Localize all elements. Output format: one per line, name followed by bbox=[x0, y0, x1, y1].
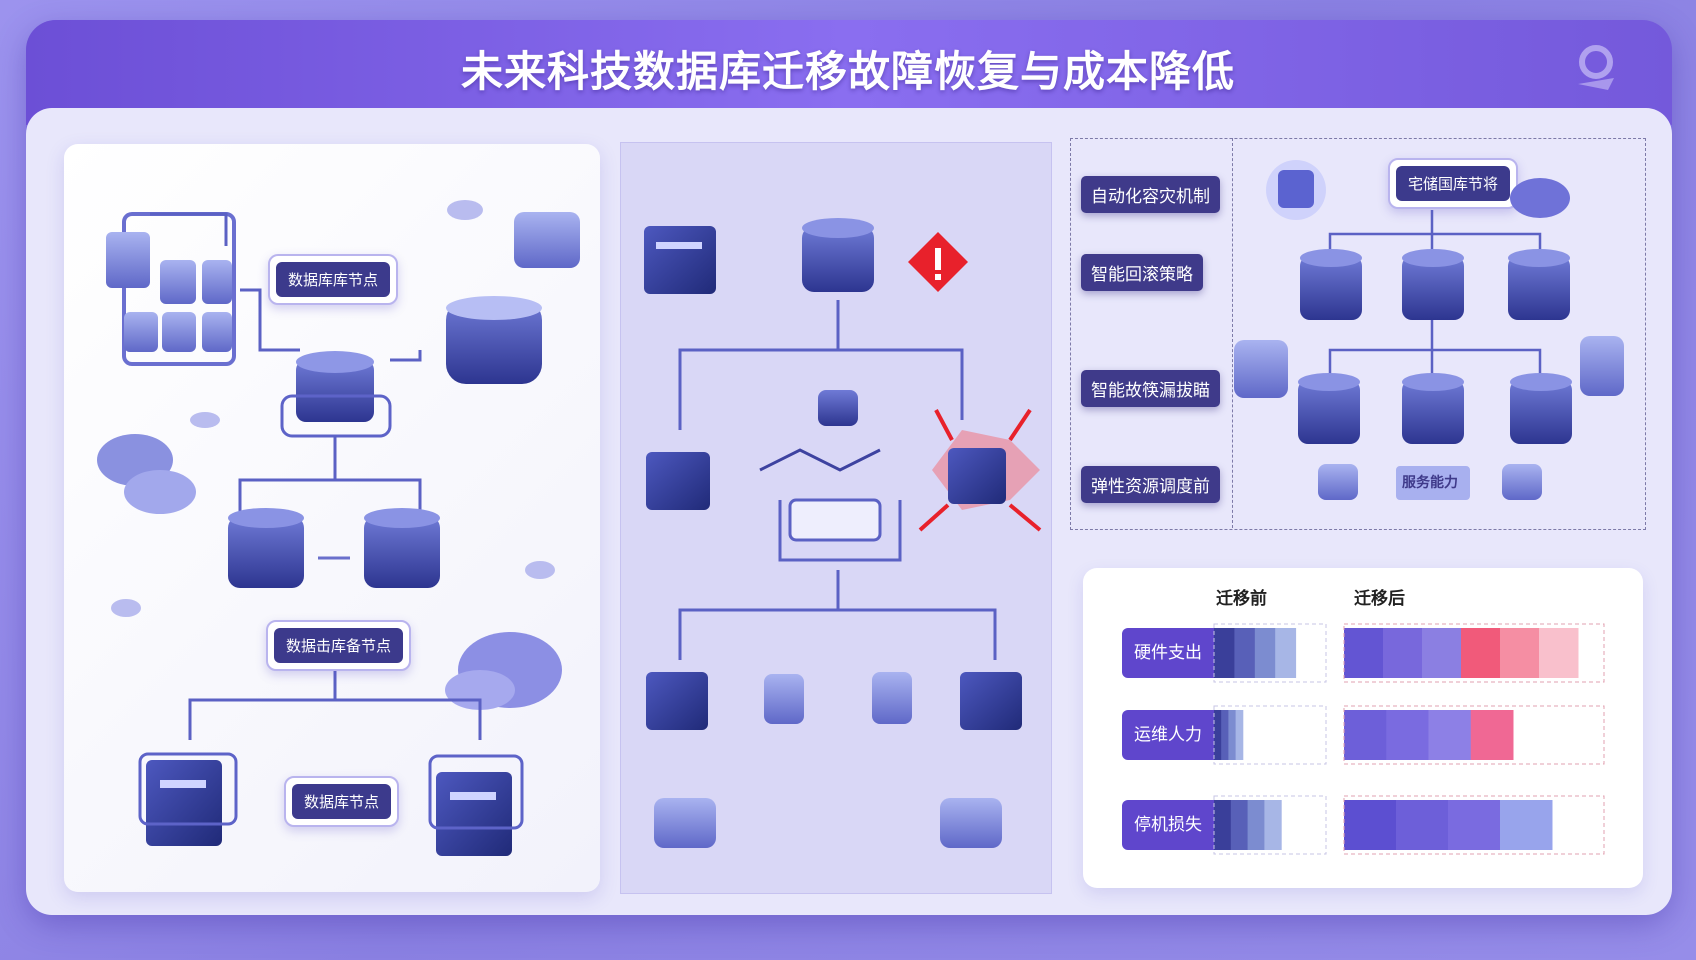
service-badge: 服务能力 bbox=[1402, 475, 1458, 491]
database-stack-icon bbox=[446, 212, 580, 384]
feature-label: 弹性资源调度前 bbox=[1081, 466, 1220, 503]
node-label-mid: 数据击库备节点 bbox=[266, 620, 412, 671]
legend-after: 迁移后 bbox=[1354, 589, 1405, 609]
after-bar-segment bbox=[1539, 628, 1579, 678]
cloud-icon bbox=[111, 200, 555, 617]
server-icon bbox=[644, 226, 1022, 730]
page-title: 未来科技数据库迁移故障恢复与成本降低 bbox=[460, 47, 1235, 96]
after-bar-segment bbox=[1448, 800, 1501, 850]
database-node-icon bbox=[1234, 249, 1624, 500]
database-node-icon bbox=[654, 218, 1002, 848]
central-database-icon bbox=[280, 351, 392, 438]
before-bar-segment bbox=[1221, 710, 1229, 760]
node-label-primary: 宅储国库节将 bbox=[1388, 158, 1519, 209]
before-bar-outline bbox=[1213, 795, 1327, 855]
before-bar-segment bbox=[1247, 800, 1265, 850]
after-bar-outline bbox=[1343, 705, 1605, 765]
title-bar bbox=[26, 20, 1672, 125]
before-bar-segment bbox=[1254, 628, 1276, 678]
after-bar-outline bbox=[1343, 623, 1605, 683]
before-bar-segment bbox=[1230, 800, 1249, 850]
category-label: 硬件支出 bbox=[1122, 628, 1226, 678]
after-bar-outline bbox=[1343, 795, 1605, 855]
disaster-recovery-box bbox=[1070, 138, 1646, 530]
node-label-bottom: 数据库节点 bbox=[284, 776, 400, 827]
after-bar-segment bbox=[1386, 710, 1429, 760]
server-icon bbox=[138, 752, 524, 856]
security-icon bbox=[1266, 160, 1326, 220]
category-label: 停机损失 bbox=[1122, 800, 1226, 850]
failed-server-icon bbox=[918, 408, 1042, 532]
before-bar-segment bbox=[1264, 800, 1282, 850]
database-node-icon bbox=[228, 508, 440, 588]
before-bar-outline bbox=[1213, 623, 1327, 683]
after-bar-segment bbox=[1383, 628, 1423, 678]
after-bar-segment bbox=[1344, 628, 1384, 678]
feature-label: 智能故筷漏拔瞄 bbox=[1081, 370, 1220, 407]
before-bar-segment bbox=[1214, 628, 1235, 678]
after-bar-segment bbox=[1344, 800, 1397, 850]
after-bar-segment bbox=[1461, 628, 1501, 678]
before-bar-segment bbox=[1275, 628, 1297, 678]
after-bar-segment bbox=[1344, 710, 1387, 760]
cloud-icon bbox=[1510, 178, 1570, 218]
category-label: 运维人力 bbox=[1122, 710, 1226, 760]
feature-label: 智能回滚策略 bbox=[1081, 254, 1203, 291]
large-cloud-icon bbox=[97, 434, 562, 710]
before-bar-segment bbox=[1214, 710, 1222, 760]
node-label-top: 数据库库节点 bbox=[268, 254, 399, 305]
feature-label: 自动化容灾机制 bbox=[1081, 176, 1220, 213]
legend-before: 迁移前 bbox=[1216, 589, 1267, 609]
after-bar-segment bbox=[1428, 710, 1472, 760]
dr-divider bbox=[1232, 138, 1645, 528]
before-bar-segment bbox=[1235, 710, 1244, 760]
database-cluster-icon bbox=[106, 212, 236, 366]
before-bar-outline bbox=[1213, 705, 1327, 765]
after-bar-segment bbox=[1396, 800, 1449, 850]
after-bar-segment bbox=[1422, 628, 1462, 678]
after-bar-segment bbox=[1470, 710, 1514, 760]
before-bar-segment bbox=[1228, 710, 1237, 760]
broken-link-icon bbox=[759, 448, 881, 472]
after-bar-segment bbox=[1500, 628, 1540, 678]
alert-icon bbox=[908, 232, 968, 292]
before-bar-segment bbox=[1214, 800, 1232, 850]
before-bar-segment bbox=[1234, 628, 1256, 678]
logo-icon bbox=[1578, 45, 1614, 90]
after-bar-segment bbox=[1500, 800, 1553, 850]
